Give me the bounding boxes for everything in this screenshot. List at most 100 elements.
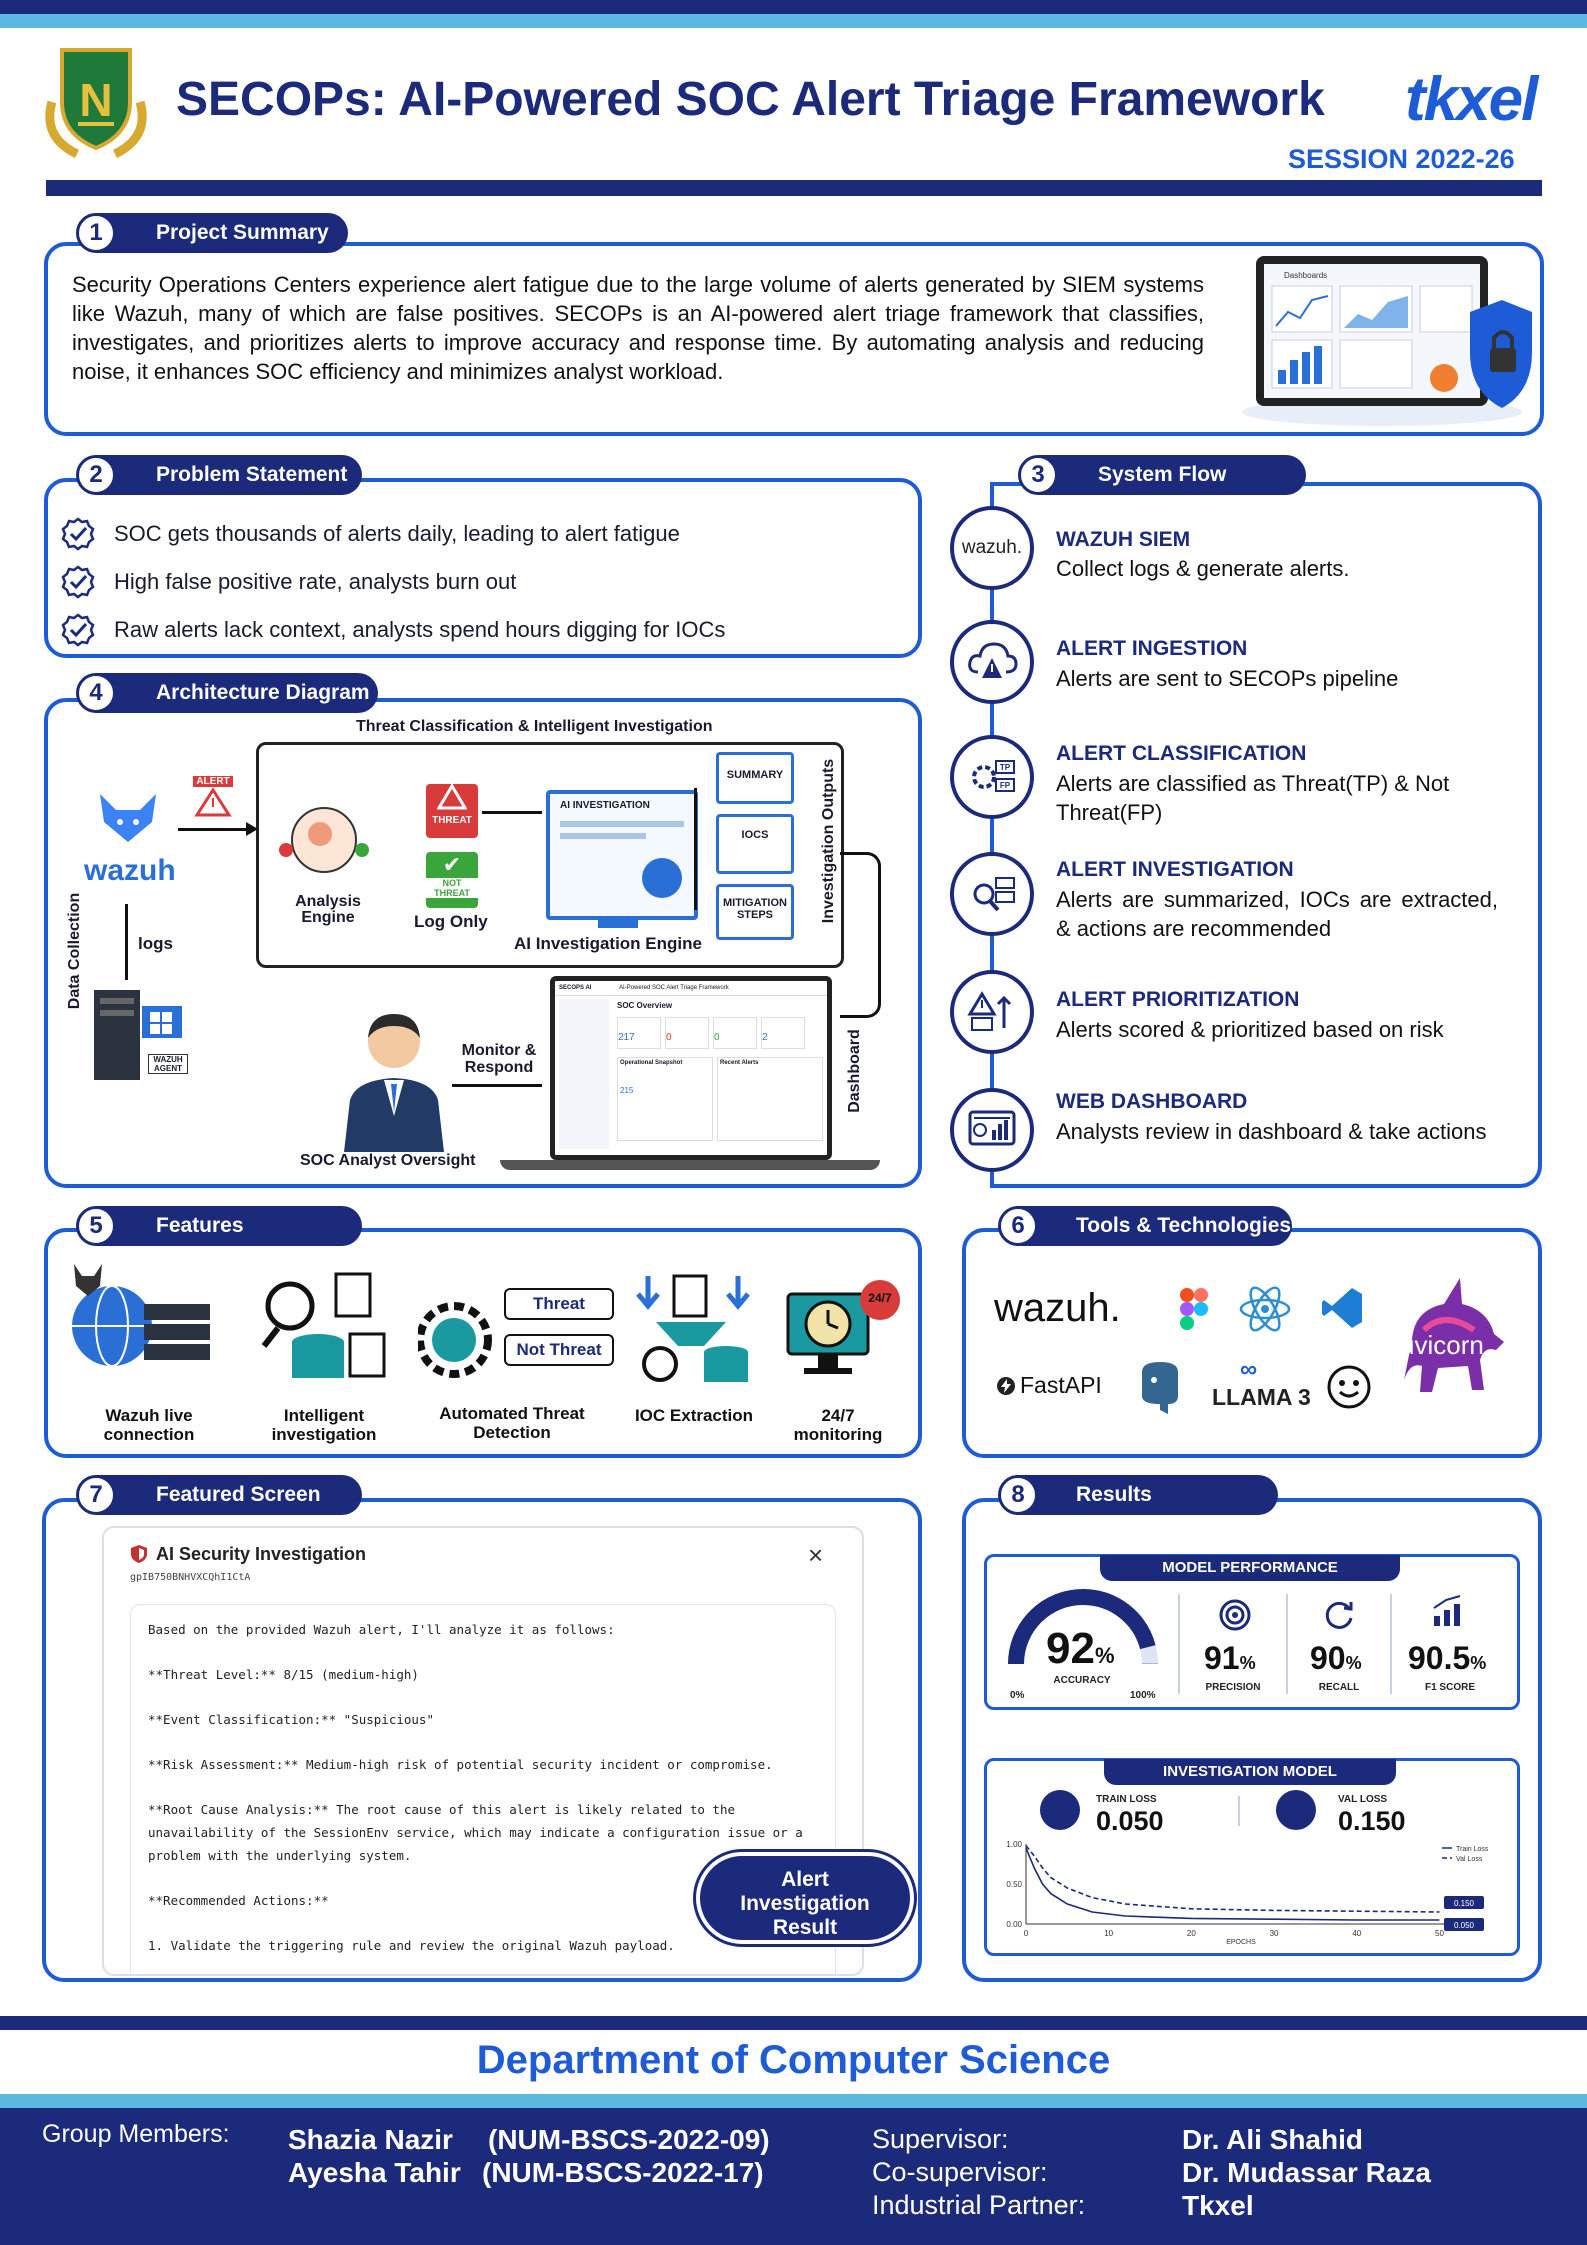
flow-step-text: Alerts are sent to SECOPs pipeline xyxy=(1056,666,1399,691)
tools-number: 6 xyxy=(998,1206,1038,1246)
monitor-respond-label: Monitor & Respond xyxy=(461,1042,537,1076)
divider xyxy=(1286,1594,1288,1694)
x-axis-label: EPOCHS xyxy=(1226,1939,1256,1944)
legend-label: Train Loss xyxy=(1456,1846,1489,1853)
member-name: Shazia Nazir xyxy=(288,2124,453,2155)
arrow-analyst xyxy=(452,1084,542,1087)
problem-number: 2 xyxy=(76,455,116,495)
modal-content: Based on the provided Wazuh alert, I'll … xyxy=(148,1622,803,1953)
features-section xyxy=(44,1228,922,1458)
globe-server-icon xyxy=(64,1262,214,1389)
results-heading: Results xyxy=(1016,1475,1278,1515)
feature-label: Wazuh live connection xyxy=(103,1406,195,1444)
feature-label: Automated Threat Detection xyxy=(439,1404,585,1442)
feature-label: IOC Extraction xyxy=(634,1406,754,1425)
end-value-label: 0.050 xyxy=(1454,1921,1475,1930)
bar-chart-icon xyxy=(1430,1594,1466,1635)
role-label: Supervisor: xyxy=(872,2124,1009,2154)
train-loss-icon xyxy=(1040,1790,1080,1830)
feature-label: 24/7 monitoring xyxy=(793,1406,883,1444)
logs-label: logs xyxy=(138,934,173,953)
ioc-extraction-icon xyxy=(634,1272,758,1391)
divider xyxy=(1390,1594,1392,1694)
huggingface-icon xyxy=(1324,1362,1374,1417)
ai-investigation-monitor: AI INVESTIGATION xyxy=(546,790,698,920)
end-value-badge xyxy=(1444,1896,1484,1909)
flow-heading: System Flow xyxy=(1038,455,1306,495)
refresh-icon xyxy=(1322,1598,1356,1637)
flow-step-title: WEB DASHBOARD xyxy=(1056,1090,1248,1113)
wazuh-agent-label: WAZUH AGENT xyxy=(148,1054,188,1074)
problem-item: High false positive rate, analysts burn … xyxy=(60,558,900,606)
modal-content-box xyxy=(130,1604,836,1974)
flow-step-text: Analysts review in dashboard & take acti… xyxy=(1056,1119,1487,1144)
member-id: (NUM-BSCS-2022-09) xyxy=(488,2124,770,2155)
precision-value: 91% xyxy=(1204,1640,1256,1676)
val-loss-label: VAL LOSS xyxy=(1338,1794,1388,1805)
screen-number: 7 xyxy=(76,1475,116,1515)
svg-text:FP: FP xyxy=(1000,781,1011,790)
y-tick-label: 0.00 xyxy=(1006,1920,1022,1929)
monitoring-badge: 24/7 xyxy=(868,1291,892,1305)
architecture-number: 4 xyxy=(76,673,116,713)
member-name: Ayesha Tahir xyxy=(288,2157,461,2188)
university-logo: N xyxy=(32,42,160,162)
series-line-val xyxy=(1025,1845,1440,1913)
x-tick-label: 20 xyxy=(1187,1929,1196,1938)
close-icon[interactable]: × xyxy=(808,1540,824,1570)
uvicorn-logo xyxy=(1384,1270,1514,1400)
target-icon xyxy=(1218,1598,1252,1637)
warning-icon xyxy=(194,787,232,817)
wazuh-logo: wazuh. xyxy=(950,506,1034,590)
flow-step-text: Alerts scored & prioritized based on ris… xyxy=(1056,1017,1444,1042)
flow-step-text: Alerts are summarized, IOCs are extracte… xyxy=(1056,887,1498,941)
postgresql-icon xyxy=(1132,1360,1188,1421)
react-icon xyxy=(1238,1284,1292,1339)
val-loss-value: 0.150 xyxy=(1338,1806,1406,1836)
investigation-model-title: INVESTIGATION MODEL xyxy=(1104,1759,1396,1785)
end-value-label: 0.150 xyxy=(1454,1899,1475,1908)
problem-heading: Problem Statement xyxy=(96,455,362,495)
arrow-to-ai xyxy=(482,811,542,814)
group-label: Group Members: xyxy=(42,2120,230,2148)
analysis-engine-icon xyxy=(278,800,370,891)
features-heading: Features xyxy=(96,1206,362,1246)
wazuh-label: wazuh xyxy=(84,854,176,887)
fastapi-logo: FastAPI xyxy=(996,1372,1102,1399)
monitoring-icon xyxy=(784,1280,904,1393)
divider xyxy=(1238,1796,1240,1826)
problem-list: SOC gets thousands of alerts daily, lead… xyxy=(60,510,900,654)
alert-badge: ALERT xyxy=(193,776,233,822)
recall-label: RECALL xyxy=(1318,1682,1360,1693)
shield-icon xyxy=(130,1544,148,1569)
not-threat-badge: ✔ NOT THREAT xyxy=(426,852,478,908)
check-icon xyxy=(61,565,95,599)
meta-icon: ∞ xyxy=(1240,1356,1258,1383)
data-collection-label: Data Collection xyxy=(66,892,83,1010)
x-tick-label: 10 xyxy=(1104,1929,1113,1938)
architecture-heading: Architecture Diagram xyxy=(96,673,378,713)
accuracy-gauge-arc xyxy=(1008,1589,1158,1665)
train-loss-label: TRAIN LOSS xyxy=(1096,1794,1157,1805)
analysis-engine-label: Analysis Engine xyxy=(295,893,361,926)
flow-section xyxy=(990,482,1542,1188)
monitor-stand xyxy=(598,916,638,928)
arrow-wazuh-to-engine xyxy=(178,828,252,831)
wazuh-agent-server xyxy=(92,988,186,1084)
legend-label: Val Loss xyxy=(1456,1856,1483,1863)
wazuh-fox-icon xyxy=(96,792,160,849)
figma-icon xyxy=(1178,1286,1210,1337)
f1-label: F1 SCORE xyxy=(1424,1682,1475,1693)
arrow-logs xyxy=(125,904,128,980)
flow-step-title: ALERT INGESTION xyxy=(1056,637,1248,660)
session-label: SESSION 2022-26 xyxy=(1288,144,1515,174)
flow-number: 3 xyxy=(1018,455,1058,495)
divider xyxy=(1178,1594,1180,1694)
log-only-label: Log Only xyxy=(414,912,488,931)
arrow-outputs-to-dashboard xyxy=(840,852,881,1018)
accuracy-label: ACCURACY xyxy=(1053,1675,1111,1686)
ai-engine-label: AI Investigation Engine xyxy=(514,934,702,953)
